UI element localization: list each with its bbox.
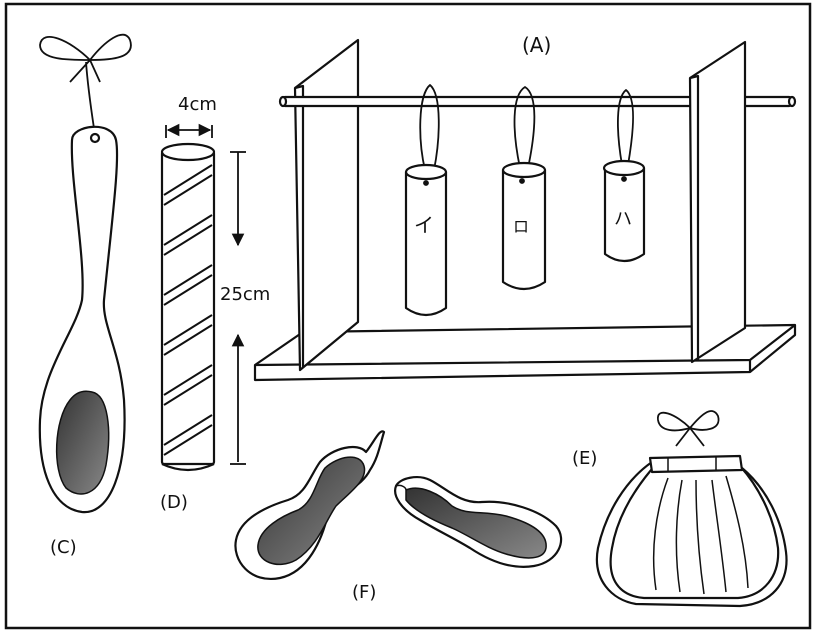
- cylinder-ro: [503, 87, 545, 289]
- rack-left-upright: [295, 40, 358, 370]
- width-dimension: [166, 125, 212, 138]
- spoon-c: [40, 35, 131, 512]
- label-c: (C): [50, 537, 77, 558]
- label-f: (F): [352, 582, 376, 603]
- pouch-bow: [658, 411, 719, 446]
- label-d: (D): [160, 492, 188, 513]
- rack-a: [255, 40, 795, 380]
- spoon-bow: [40, 35, 131, 135]
- pouch-e: [597, 411, 787, 606]
- tag-ha: ハ: [614, 209, 632, 230]
- label-a: (A): [522, 33, 551, 57]
- gourd-left: [235, 431, 384, 579]
- width-label: 4cm: [178, 94, 217, 115]
- tube-d: [162, 144, 214, 470]
- label-e: (E): [572, 448, 597, 469]
- gourd-halves-f: [235, 431, 561, 579]
- gourd-right: [395, 477, 561, 567]
- tag-ro: ロ: [513, 217, 529, 236]
- length-label: 25cm: [220, 284, 270, 305]
- cylinder-ha: [604, 90, 644, 261]
- cylinder-i: [406, 85, 446, 315]
- tag-i: イ: [414, 213, 434, 237]
- length-dimension: [230, 152, 246, 464]
